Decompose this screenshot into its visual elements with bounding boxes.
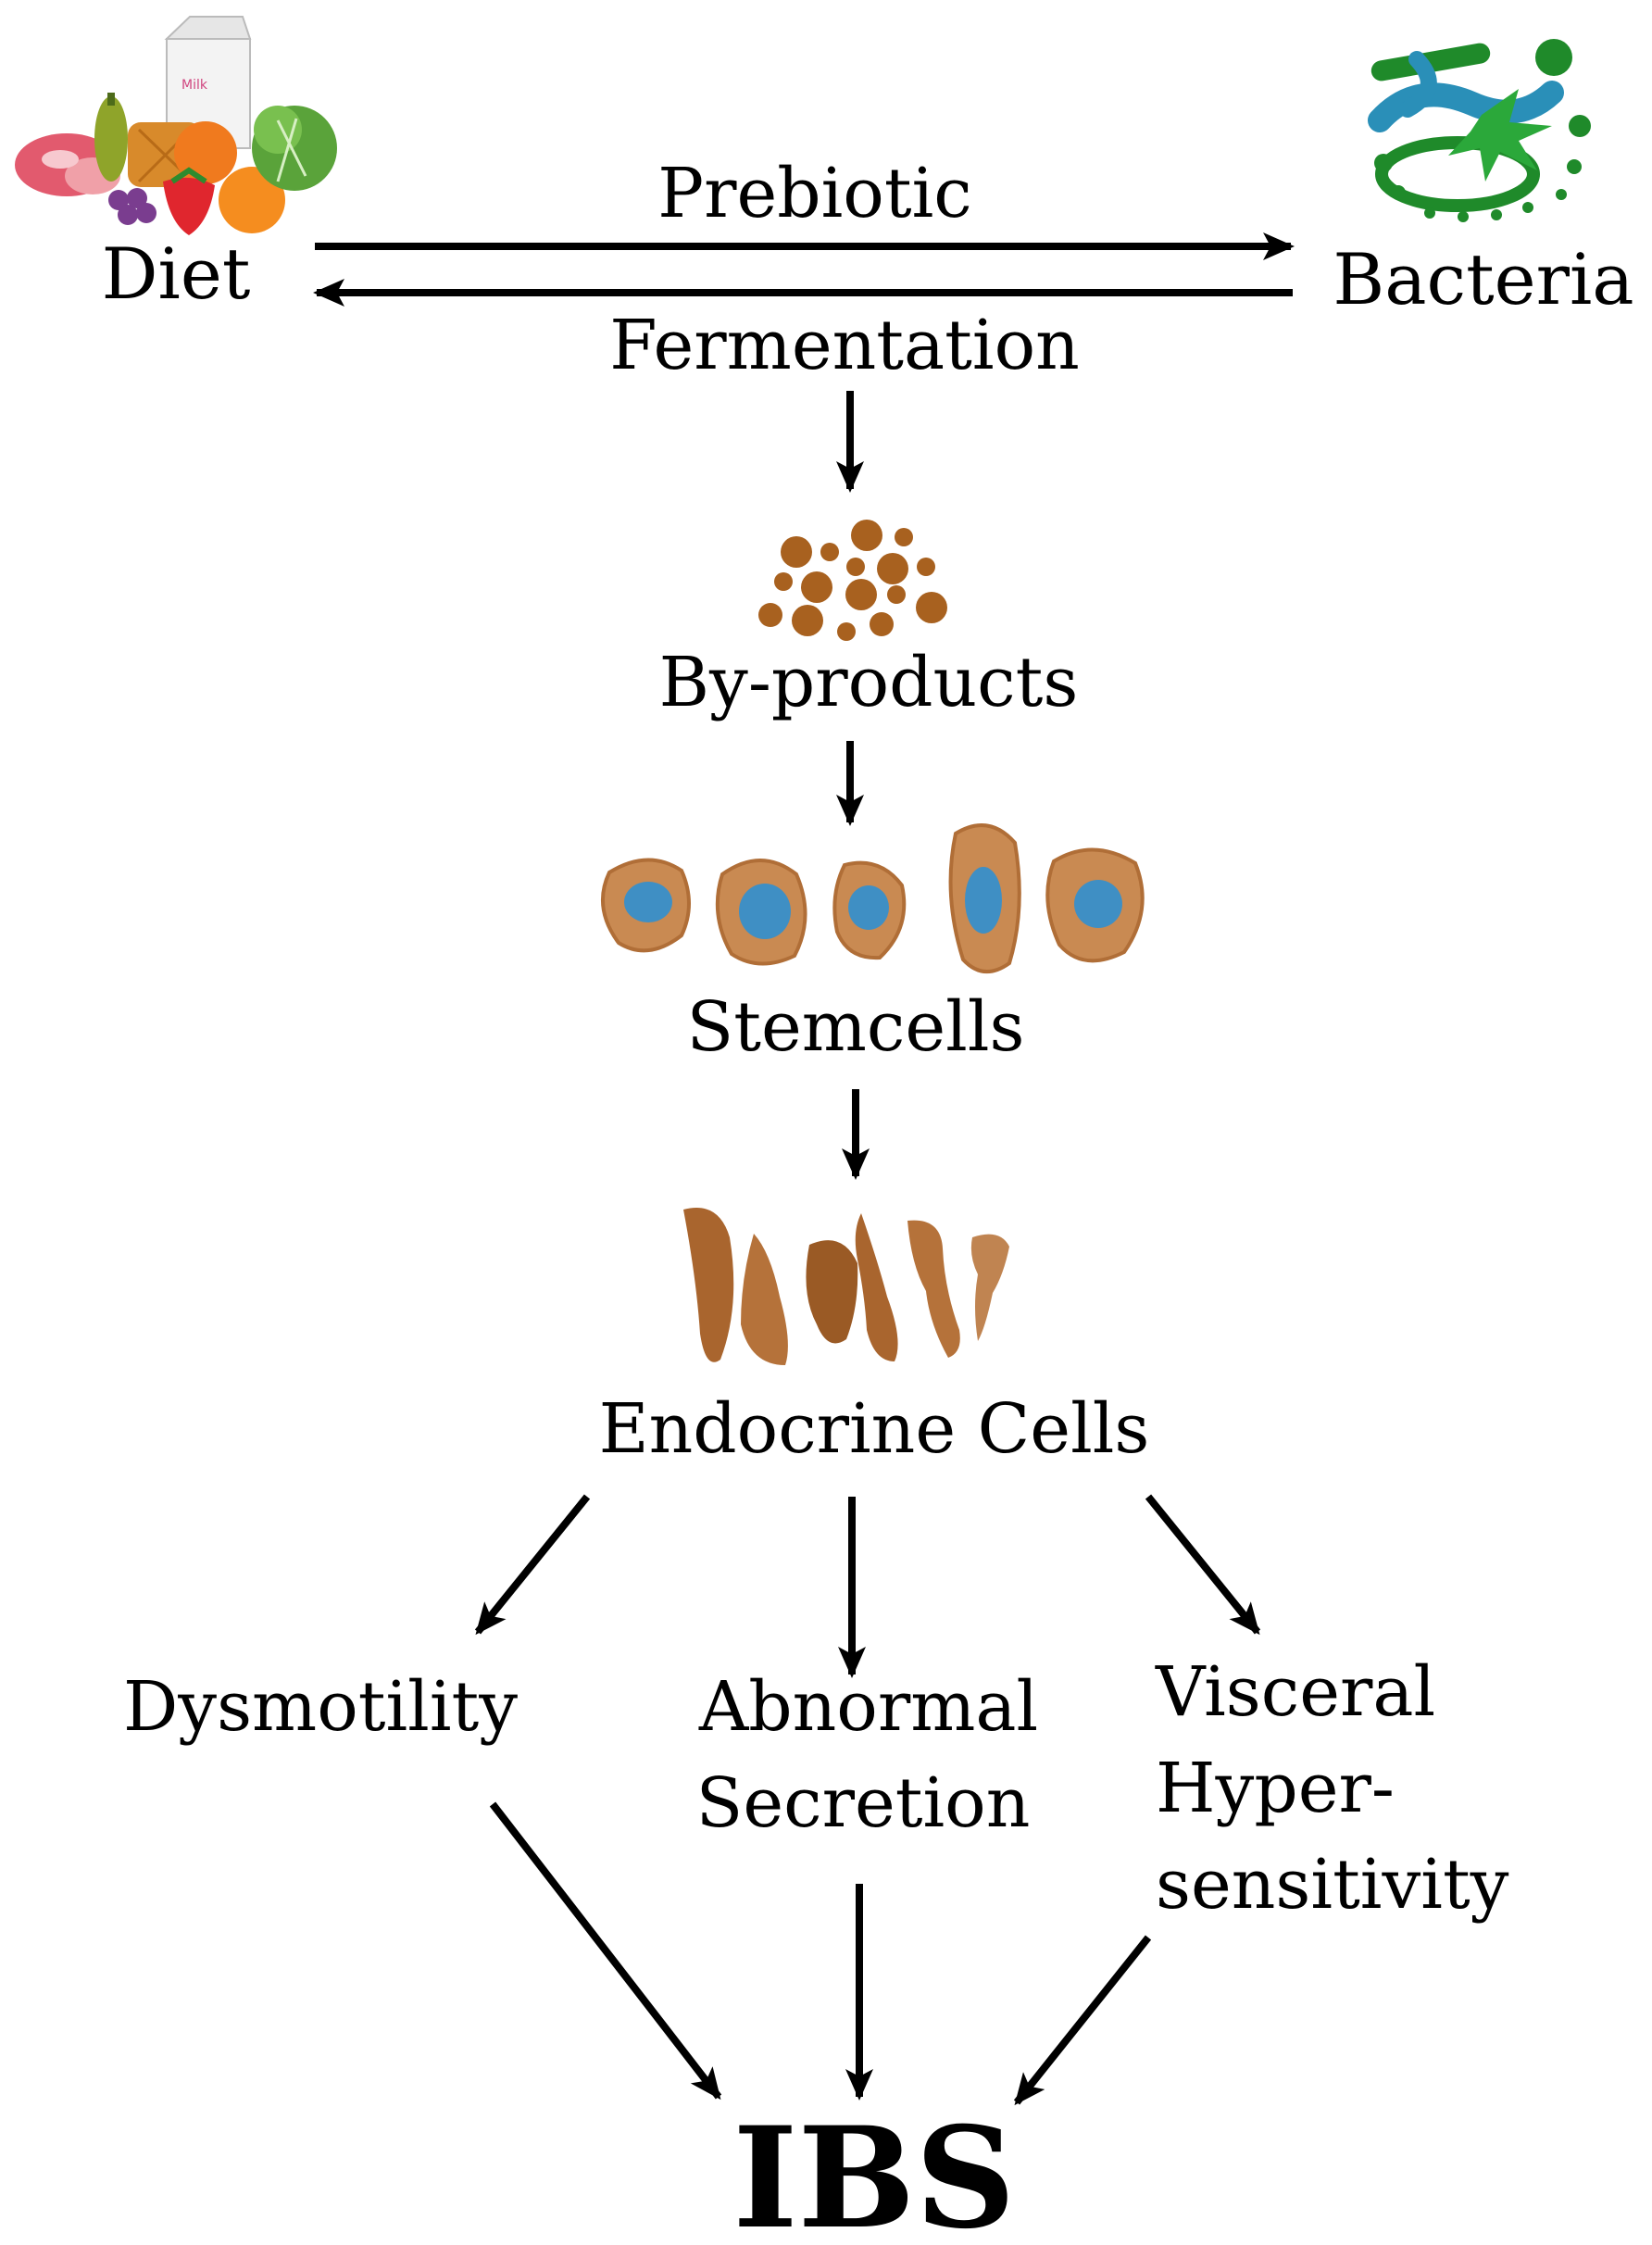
byproduct-particle — [774, 572, 793, 591]
byproduct-particle — [916, 592, 947, 623]
visceral-label-line3: sensitivity — [1156, 1845, 1509, 1925]
byproduct-particle — [758, 603, 782, 627]
grapes-icon — [108, 188, 156, 225]
visceral-label-line1: Visceral — [1155, 1652, 1435, 1732]
endocrine-cells-label: Endocrine Cells — [599, 1389, 1150, 1469]
lettuce-icon — [252, 106, 337, 191]
stem-cell — [948, 823, 1021, 973]
byproduct-particle — [845, 579, 877, 610]
endocrine-cell — [806, 1240, 858, 1344]
byproduct-particle — [870, 612, 894, 636]
orange-icon — [174, 121, 285, 233]
prebiotic-label: Prebiotic — [657, 154, 971, 233]
byproducts-illustration — [758, 520, 947, 641]
byproduct-particle — [820, 543, 839, 561]
bacteria-label: Bacteria — [1333, 238, 1633, 320]
strawberry-icon — [163, 167, 215, 235]
byproduct-particle — [846, 558, 865, 576]
endocrine-to-dysmotility-arrow — [474, 1494, 591, 1636]
byproduct-particle — [837, 622, 856, 641]
pepper-icon — [94, 93, 128, 182]
byproduct-particle — [792, 605, 823, 636]
stemcells-illustration — [600, 823, 1145, 973]
endocrine-cell — [907, 1220, 960, 1358]
endocrine-cell — [741, 1234, 788, 1365]
ibs-label: IBS — [732, 2097, 1015, 2245]
fermentation-label: Fermentation — [609, 306, 1080, 385]
bacteria-illustration — [1368, 39, 1591, 222]
dysmotility-label: Dysmotility — [123, 1667, 518, 1747]
visceral-label-line2: Hyper- — [1156, 1749, 1395, 1828]
byproducts-label: By-products — [659, 643, 1079, 722]
visceral-to-ibs-arrow — [1013, 1935, 1152, 2106]
bacteria-icon — [1368, 39, 1591, 222]
byproduct-particle — [887, 585, 906, 604]
endocrine-to-visceral-arrow — [1145, 1494, 1261, 1636]
endocrine-cell — [970, 1234, 1009, 1341]
byproduct-particle — [781, 536, 812, 568]
food-illustration: Milk — [15, 16, 337, 235]
stem-cell — [715, 859, 807, 966]
stem-cell — [832, 860, 907, 960]
abnormal-secretion-label-line1: Abnormal — [698, 1667, 1038, 1747]
byproduct-particle — [895, 528, 913, 546]
byproduct-particle — [851, 520, 882, 551]
endocrine-cell — [855, 1213, 898, 1361]
byproduct-particle — [877, 553, 908, 584]
byproduct-particle — [917, 558, 935, 576]
byproduct-particle — [801, 571, 832, 603]
endocrine-cell — [683, 1208, 734, 1362]
stem-cell — [1045, 847, 1145, 963]
diet-label: Diet — [102, 232, 251, 315]
abnormal-secretion-label-line2: Secretion — [696, 1763, 1031, 1843]
dysmotility-to-ibs-arrow — [489, 1801, 722, 2101]
stem-cell — [600, 858, 691, 953]
stemcells-label: Stemcells — [687, 987, 1025, 1067]
endocrine-cells-illustration — [683, 1208, 1009, 1365]
milk-carton-label: Milk — [181, 78, 208, 93]
